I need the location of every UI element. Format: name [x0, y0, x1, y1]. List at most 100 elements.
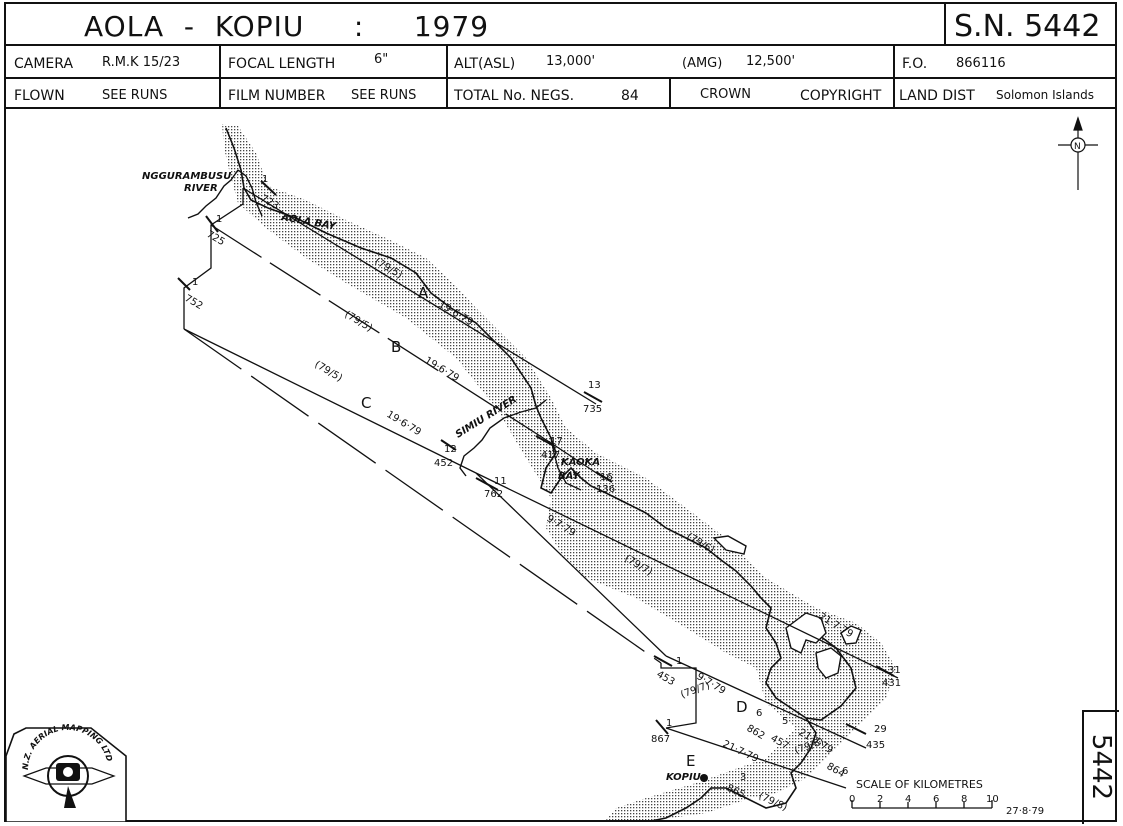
run-d-n5: 5: [782, 716, 788, 727]
focal-value: 6": [374, 52, 389, 67]
island-outline: [840, 625, 862, 645]
kopiu-label: KOPIU: [666, 772, 701, 783]
run-e-n3: 3: [740, 772, 746, 783]
run-a-end-no: 13: [588, 380, 601, 391]
run-end-tick: [475, 477, 499, 491]
coast-run-no2: 29: [874, 724, 887, 735]
run-d-letter: D: [736, 698, 748, 716]
alt-value: 13,000': [546, 54, 596, 69]
run-b-line: [550, 442, 605, 479]
run-connector: [660, 663, 697, 729]
run-b-start-neg: 725: [205, 229, 227, 248]
run-e-letter: E: [686, 752, 695, 770]
run-b-end-no2: 16: [600, 472, 613, 483]
fo-value: 866116: [956, 56, 1006, 71]
run-b-end-no: 17: [550, 436, 563, 447]
run-e-film: (79/8): [757, 791, 789, 814]
run-e-line: [665, 727, 847, 789]
run-d-line: [665, 655, 867, 749]
kopiu-marker: [700, 774, 708, 782]
simiu-river: [459, 399, 547, 477]
focal-label: FOCAL LENGTH: [228, 56, 336, 72]
north-arrow-icon: [1058, 116, 1098, 190]
scale-tick-label: 8: [961, 794, 967, 805]
north-label: N: [1074, 142, 1081, 152]
scale-tick-label: 2: [877, 794, 883, 805]
flown-value: SEE RUNS: [102, 88, 168, 103]
run-c-mid-no: 12: [444, 444, 457, 455]
run-end-tick: [260, 180, 277, 196]
run-c-date: 19·6·79: [384, 409, 422, 438]
run-b-letter: B: [391, 338, 401, 356]
run-d-neg6: 862: [745, 723, 767, 742]
run-c-outer-line: [183, 328, 662, 664]
negs-value: 84: [621, 88, 639, 104]
run-c-start-no: 1: [192, 277, 198, 288]
run-c-mid2-neg: 762: [484, 489, 503, 500]
run-b-end-neg: 417: [541, 450, 560, 461]
coast-run-no: 31: [888, 665, 901, 676]
scale-tick-label: 0: [849, 794, 855, 805]
island-outline: [712, 535, 747, 555]
coast-run-neg2: 435: [866, 740, 885, 751]
run-end-tick: [595, 471, 613, 483]
divider: [669, 77, 671, 107]
run-a-end-neg: 735: [583, 404, 602, 415]
film-label: FILM NUMBER: [228, 88, 326, 104]
kaoka-bay-label: BAY: [558, 471, 581, 482]
coastline: [225, 127, 857, 822]
run-c-line: [183, 328, 477, 474]
run-a-line: [242, 187, 597, 405]
flight-plan-map: NGGURAMBUSU RIVER AOLA BAY SIMIU RIVER K…: [6, 116, 1098, 822]
map-title: AOLA - KOPIU : 1979: [84, 10, 490, 43]
run-end-tick: [205, 215, 219, 233]
scale-tick-label: 6: [933, 794, 939, 805]
divider: [219, 44, 221, 107]
run-b-film: (79/5): [342, 309, 374, 334]
logo-nz-map-icon: [64, 786, 76, 808]
run-c-start-neg: 752: [183, 293, 205, 312]
scale-label: SCALE OF KILOMETRES: [856, 778, 983, 791]
alt-label: ALT(ASL): [454, 56, 516, 72]
scale-tick-label: 4: [905, 794, 911, 805]
coast-run-neg: 431: [882, 678, 901, 689]
nggurambusu-label: RIVER: [184, 183, 218, 194]
flown-label: FLOWN: [14, 88, 65, 104]
coastal-reef-shading: [222, 124, 896, 820]
run-c-film: (79/5): [312, 359, 344, 384]
island-outline: [815, 647, 842, 679]
run-b-date: 19·6·79: [422, 355, 460, 384]
run-d-n6: 6: [756, 708, 762, 719]
run-e-start-neg: 867: [651, 734, 670, 745]
north-arrow-head: [1073, 116, 1083, 131]
run-end-tick: [655, 719, 669, 735]
run-end-ticks: [177, 180, 895, 735]
camera-label: CAMERA: [14, 56, 74, 72]
run-c-letter: C: [361, 394, 371, 412]
run-a-letter: A: [418, 284, 429, 302]
run-coast-line: [475, 472, 899, 679]
amg-label: (AMG): [682, 56, 723, 71]
run-end-tick: [845, 723, 867, 735]
divider: [6, 44, 1115, 46]
run-end-tick: [653, 655, 673, 667]
run-d-start-no: 1: [676, 656, 682, 667]
run-end-tick: [875, 665, 895, 677]
run-c-mid-neg: 452: [434, 458, 453, 469]
divider: [6, 107, 1115, 109]
kaoka-bay-coast: [550, 437, 582, 491]
run-connector: [183, 188, 244, 329]
serial-number: S.N. 5442: [954, 9, 1101, 44]
map-sheet: AOLA - KOPIU : 1979 S.N. 5442 CAMERA R.M…: [4, 2, 1119, 824]
run-e-start-no: 1: [666, 718, 672, 729]
nggurambusu-river: [187, 169, 263, 219]
divider: [893, 44, 895, 107]
nggurambusu-label: NGGURAMBUSU: [142, 171, 231, 182]
compilation-date: 27·8·79: [1006, 806, 1044, 817]
run-d-n6b: 6: [842, 766, 848, 777]
land-value: Solomon Islands: [996, 88, 1095, 102]
divider: [6, 77, 1115, 79]
side-serial-box: 5442: [1082, 710, 1119, 824]
land-label: LAND DIST: [899, 88, 975, 104]
fo-label: F.O.: [902, 56, 928, 72]
